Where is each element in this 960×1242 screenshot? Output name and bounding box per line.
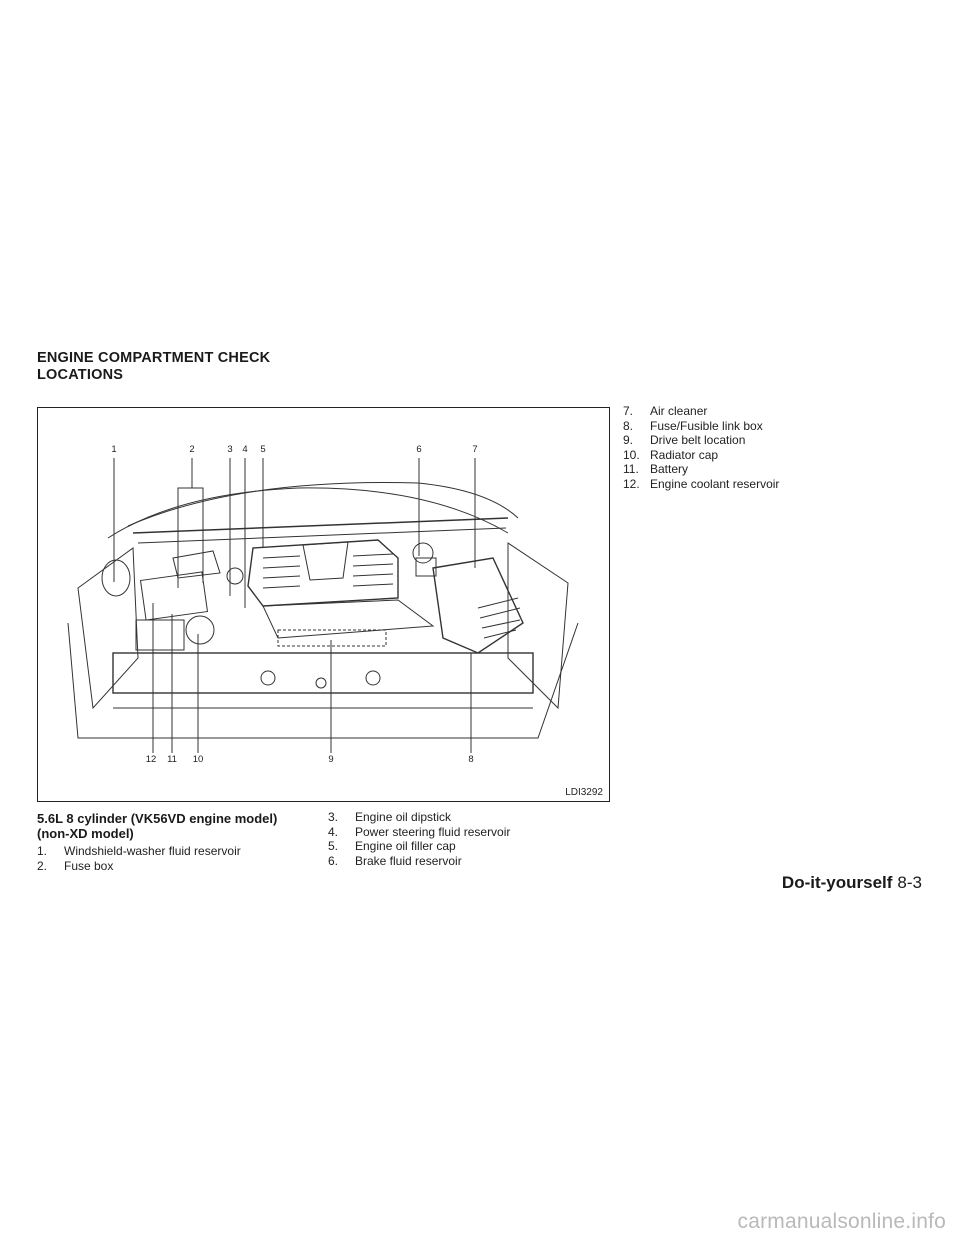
legend-label: Brake fluid reservoir [355, 853, 462, 868]
callout-8: 8 [468, 754, 474, 765]
callout-10: 10 [192, 754, 204, 765]
callout-6: 6 [416, 444, 422, 455]
legend-item: 5. Engine oil filler cap [328, 839, 510, 854]
legend-label: Engine oil filler cap [355, 839, 456, 853]
legend-label: Fuse box [64, 858, 114, 873]
legend-item: 11. Battery [623, 462, 779, 477]
legend-item: 9. Drive belt location [623, 433, 779, 448]
callout-1: 1 [111, 444, 117, 455]
footer-section-title: Do-it-yourself [781, 873, 893, 892]
legend-label: Engine oil dipstick [355, 810, 452, 824]
watermark: carmanualsonline.info [737, 1210, 946, 1233]
figure-code: LDI3292 [565, 787, 603, 798]
legend-number: 3. [328, 810, 339, 824]
legend-number: 11. [623, 462, 639, 476]
callout-9: 9 [328, 754, 334, 765]
subheading-line-2: (non-XD model) [37, 826, 134, 841]
legend-number: 2. [37, 858, 48, 873]
legend-item: 6. Brake fluid reservoir [328, 854, 510, 869]
legend-number: 10. [623, 447, 640, 462]
legend-label: Drive belt location [650, 433, 746, 447]
legend-number: 7. [623, 404, 634, 418]
callout-7: 7 [472, 444, 478, 455]
subheading-line-1: 5.6L 8 cylinder (VK56VD engine model) [37, 811, 278, 826]
legend-item: 8. Fuse/Fusible link box [623, 419, 779, 434]
heading-line-1: ENGINE COMPARTMENT CHECK [37, 350, 271, 366]
callout-3: 3 [227, 444, 233, 455]
legend-list-middle: 3. Engine oil dipstick 4. Power steering f… [328, 810, 510, 868]
page-number: 8-3 [897, 873, 922, 892]
callout-4: 4 [242, 444, 248, 455]
legend-label: Radiator cap [650, 447, 719, 462]
legend-item: 3. Engine oil dipstick [328, 810, 510, 825]
legend-item: 1. Windshield-washer fluid reservoir [37, 844, 241, 859]
legend-item: 4. Power steering fluid reservoir [328, 825, 510, 840]
legend-number: 9. [623, 433, 634, 447]
legend-label: Windshield-washer fluid reservoir [64, 844, 241, 858]
legend-label: Air cleaner [650, 404, 708, 418]
legend-list-left: 1. Windshield-washer fluid reservoir 2. Fu… [37, 844, 241, 873]
callout-12: 12 [145, 754, 157, 765]
callout-2: 2 [189, 444, 195, 455]
callout-11: 11 [167, 754, 177, 765]
section-heading: ENGINE COMPARTMENT CHECK LOCATIONS [37, 350, 357, 384]
engine-model-subheading: 5.6L 8 cylinder (VK56VD engine model) (n… [37, 811, 312, 841]
legend-number: 12. [623, 476, 640, 491]
callout-5: 5 [260, 444, 266, 455]
legend-number: 1. [37, 844, 48, 858]
legend-item: 2. Fuse box [37, 859, 241, 874]
legend-item: 10. Radiator cap [623, 448, 779, 463]
legend-number: 4. [328, 824, 339, 839]
legend-number: 5. [328, 839, 339, 853]
legend-number: 6. [328, 853, 339, 868]
heading-line-2: LOCATIONS [37, 367, 124, 383]
legend-number: 8. [623, 418, 634, 433]
legend-list-right: 7. Air cleaner 8. Fuse/Fusible link box 9.… [623, 404, 779, 491]
legend-label: Battery [650, 462, 689, 476]
legend-label: Engine coolant reservoir [650, 476, 780, 491]
legend-item: 12. Engine coolant reservoir [623, 477, 779, 492]
legend-label: Fuse/Fusible link box [650, 418, 763, 433]
legend-item: 7. Air cleaner [623, 404, 779, 419]
engine-illustration [67, 458, 579, 753]
legend-label: Power steering fluid reservoir [355, 824, 511, 839]
engine-compartment-figure: 1 2 3 4 5 6 7 12 11 10 9 8 LDI3292 [37, 407, 610, 802]
